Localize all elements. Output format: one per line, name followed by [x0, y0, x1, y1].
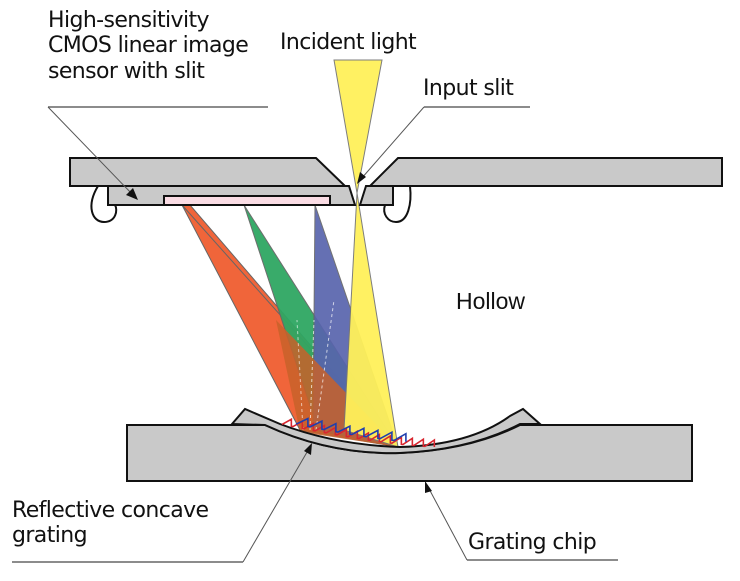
- sensor-strip: [163, 195, 331, 206]
- grating-leader: [242, 446, 311, 563]
- sensor-substrate-right: [358, 185, 394, 206]
- grating-label-line-1: Reflective concave: [12, 498, 209, 523]
- sensor-leader: [47, 106, 135, 197]
- sensor-label-line-1: High-sensitivity: [48, 8, 210, 33]
- incident-beam-lower: [343, 192, 399, 448]
- wire-bond-left: [90, 185, 118, 224]
- dashed-line: [296, 319, 304, 431]
- input-slit-label: Input slit: [423, 76, 514, 101]
- incident-light-label: Incident light: [280, 30, 417, 55]
- grating-coating: [229, 407, 543, 455]
- slit-arrowhead: [357, 172, 366, 184]
- top-plate: [69, 157, 723, 187]
- sensor-label-line-3: sensor with slit: [48, 58, 205, 84]
- sensor-label: High-sensitivity CMOS linear image senso…: [48, 8, 249, 84]
- leader-lines: [12, 106, 618, 563]
- light-beams: [180, 59, 400, 450]
- grating-label-line-2: grating: [12, 523, 88, 549]
- hollow-label: Hollow: [456, 288, 526, 314]
- grating-chip: [126, 407, 693, 482]
- slit-leader: [360, 106, 425, 180]
- grating-teeth-blue: [295, 417, 407, 442]
- dashed-line: [315, 299, 335, 431]
- wire-bond-right: [383, 185, 412, 224]
- grating-arrowhead: [304, 443, 312, 455]
- sensor-arrowhead: [126, 188, 138, 200]
- cmos-sensor: [90, 185, 412, 224]
- top-plate-right: [367, 157, 723, 187]
- incident-beam-upper: [333, 59, 383, 194]
- chip-arrowhead: [425, 481, 432, 493]
- grating-label: Reflective concave grating: [12, 498, 209, 549]
- grating-chip-label: Grating chip: [468, 530, 597, 555]
- dashed-line: [309, 319, 315, 431]
- sensor-label-line-2: CMOS linear image: [48, 33, 249, 59]
- chip-leader: [426, 484, 468, 561]
- grating-teeth-red: [281, 417, 436, 448]
